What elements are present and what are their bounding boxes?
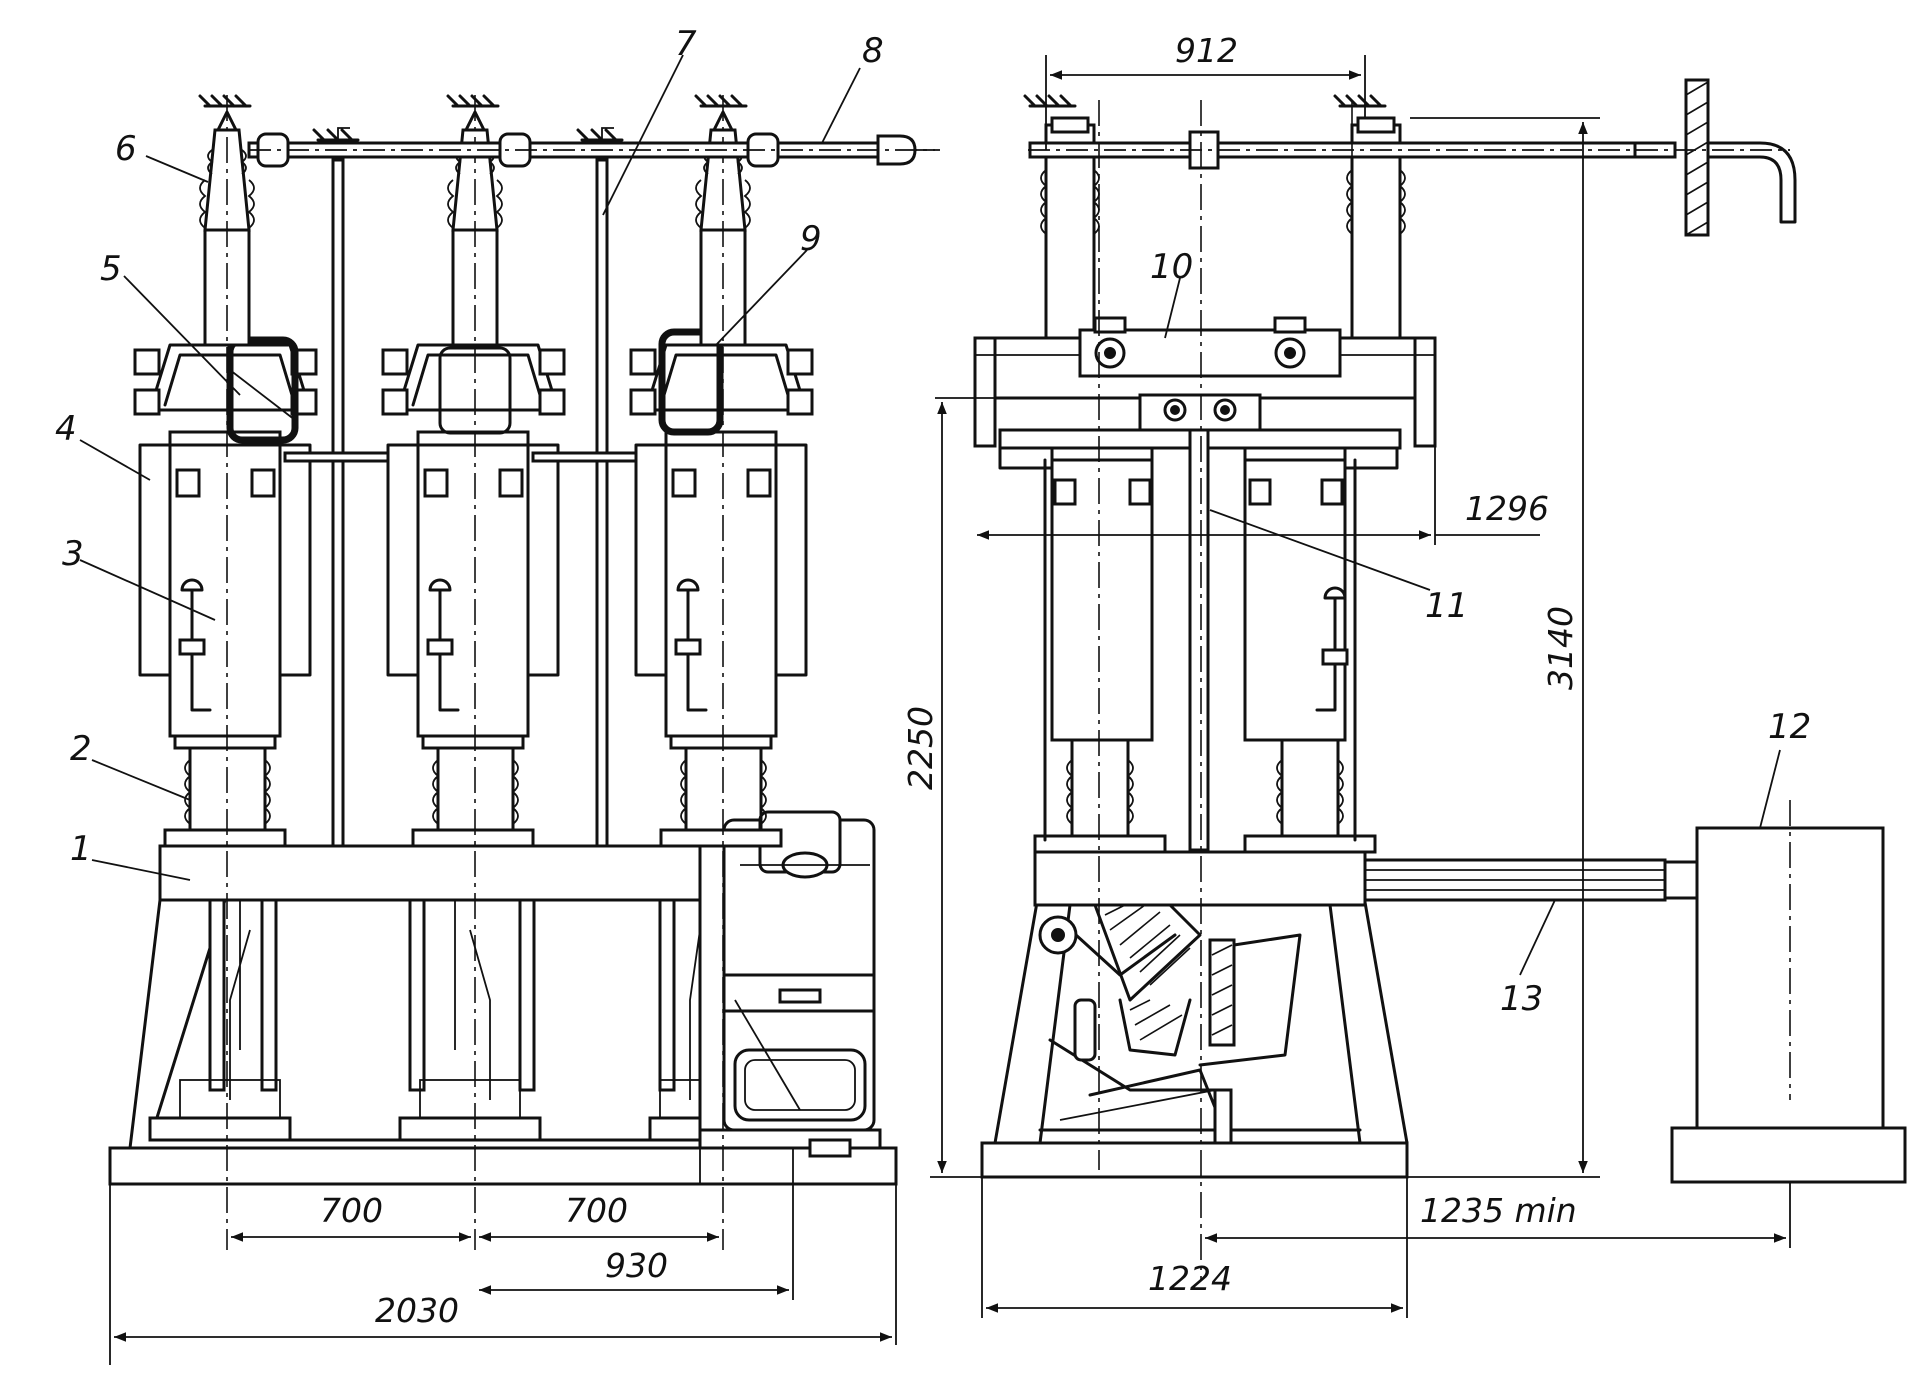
callout-1: 1 xyxy=(70,829,92,869)
drive-rods-lower xyxy=(148,898,702,1142)
dim-3140: 3140 xyxy=(1541,606,1580,690)
pole-1 xyxy=(133,94,318,1250)
callout-6: 6 xyxy=(115,129,137,169)
side-pole-right xyxy=(1243,94,1406,854)
callout-13: 13 xyxy=(1500,979,1543,1019)
callout-3: 3 xyxy=(62,534,84,574)
front-view-leaders xyxy=(79,54,861,881)
busbar-rod xyxy=(247,132,940,168)
callout-11: 11 xyxy=(1425,586,1468,626)
side-view-dimensions xyxy=(930,55,1791,1318)
conduit xyxy=(1363,858,1699,902)
dim-2250: 2250 xyxy=(901,706,940,790)
side-view-leaders xyxy=(1164,277,1781,976)
callout-4: 4 xyxy=(55,409,77,449)
side-elevation-view xyxy=(930,55,1907,1318)
callout-12: 12 xyxy=(1768,707,1811,747)
dim-1296: 1296 xyxy=(1465,489,1549,528)
dim-1235-min: 1235 min xyxy=(1420,1191,1577,1230)
callout-2: 2 xyxy=(70,729,92,769)
dim-912: 912 xyxy=(1175,31,1238,70)
callout-labels: 1 2 3 4 5 6 7 8 9 10 11 12 13 xyxy=(55,24,1811,1019)
drive-shaft xyxy=(1188,428,1210,852)
dim-930: 930 xyxy=(605,1246,668,1285)
dim-2030: 2030 xyxy=(375,1291,459,1330)
frame-beam xyxy=(158,844,702,902)
dim-1224: 1224 xyxy=(1148,1259,1232,1298)
side-pole-left xyxy=(1023,94,1167,854)
side-busbar xyxy=(1028,78,1797,237)
callout-10: 10 xyxy=(1150,247,1193,287)
control-cabinet xyxy=(1670,800,1907,1184)
side-base-plate xyxy=(980,1141,1409,1179)
crossbeam xyxy=(973,316,1437,450)
dim-700-right: 700 xyxy=(565,1191,628,1230)
drive-linkage-section xyxy=(1038,903,1302,1145)
front-view-dimensions xyxy=(109,1148,897,1365)
pole-3 xyxy=(629,94,814,1250)
drive-mechanism xyxy=(698,810,882,1158)
front-elevation-view xyxy=(79,54,940,1365)
dim-700-left: 700 xyxy=(320,1191,383,1230)
dimension-labels: 700 700 930 2030 912 1296 2250 3140 1235… xyxy=(320,31,1580,1330)
callout-7: 7 xyxy=(675,24,697,64)
callout-5: 5 xyxy=(100,249,122,289)
callout-8: 8 xyxy=(862,31,884,71)
base-plate xyxy=(108,1146,898,1186)
callout-9: 9 xyxy=(800,219,822,259)
tie-rods xyxy=(312,127,624,848)
